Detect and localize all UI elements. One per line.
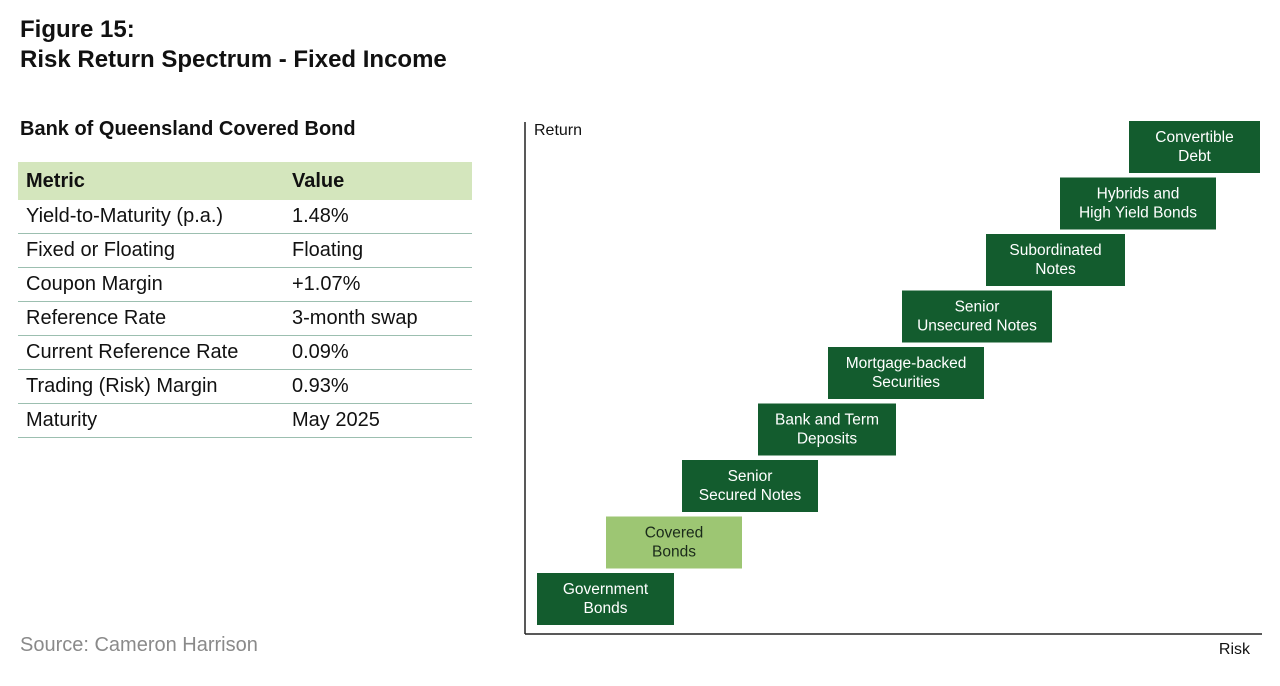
table-header-row: Metric Value bbox=[18, 162, 472, 200]
step-label: Notes bbox=[1035, 261, 1076, 278]
source-note: Source: Cameron Harrison bbox=[20, 634, 258, 656]
table-row: Trading (Risk) Margin 0.93% bbox=[18, 369, 472, 404]
table-row: Maturity May 2025 bbox=[18, 403, 472, 438]
table-row: Coupon Margin +1.07% bbox=[18, 267, 472, 302]
metric-cell: Reference Rate bbox=[18, 301, 282, 336]
step-box-government-bonds bbox=[537, 573, 674, 625]
step-label: Debt bbox=[1178, 148, 1211, 165]
metric-cell: Yield-to-Maturity (p.a.) bbox=[18, 200, 282, 234]
table-row: Yield-to-Maturity (p.a.) 1.48% bbox=[18, 200, 472, 234]
metric-cell: Fixed or Floating bbox=[18, 233, 282, 268]
table-row: Reference Rate 3-month swap bbox=[18, 301, 472, 336]
step-label: Mortgage-backed bbox=[846, 355, 967, 372]
step-label: Government bbox=[563, 581, 649, 598]
step-box-hybrids-and-high-yield-bonds bbox=[1060, 177, 1216, 230]
value-cell: 3-month swap bbox=[282, 301, 472, 336]
figure-number: Figure 15: bbox=[20, 16, 135, 43]
step-label: Bank and Term bbox=[775, 412, 879, 429]
metric-cell: Maturity bbox=[18, 403, 282, 438]
header-value: Value bbox=[282, 162, 472, 200]
step-box-subordinated-notes bbox=[986, 234, 1125, 286]
step-label: Bonds bbox=[584, 600, 628, 617]
step-label: Covered bbox=[645, 525, 704, 542]
step-label: Hybrids and bbox=[1097, 186, 1180, 203]
value-cell: +1.07% bbox=[282, 267, 472, 302]
x-axis-label: Risk bbox=[1219, 641, 1251, 658]
table-title: Bank of Queensland Covered Bond bbox=[20, 118, 356, 140]
step-label: Convertible bbox=[1155, 129, 1233, 146]
step-label: Bonds bbox=[652, 544, 696, 561]
step-box-senior-unsecured-notes bbox=[902, 290, 1052, 343]
table-row: Current Reference Rate 0.09% bbox=[18, 335, 472, 370]
bond-metrics-table: Metric Value Yield-to-Maturity (p.a.) 1.… bbox=[18, 162, 472, 438]
table-row: Fixed or Floating Floating bbox=[18, 233, 472, 268]
metric-cell: Coupon Margin bbox=[18, 267, 282, 302]
step-label: High Yield Bonds bbox=[1079, 205, 1197, 222]
y-axis-label: Return bbox=[534, 122, 582, 139]
step-label: Securities bbox=[872, 374, 940, 391]
value-cell: 1.48% bbox=[282, 200, 472, 234]
step-label: Deposits bbox=[797, 431, 858, 448]
figure-title: Risk Return Spectrum - Fixed Income bbox=[20, 46, 447, 73]
value-cell: May 2025 bbox=[282, 403, 472, 438]
value-cell: 0.93% bbox=[282, 369, 472, 404]
step-box-covered-bonds bbox=[606, 516, 742, 569]
step-box-mortgage-backed-securities bbox=[828, 347, 984, 399]
value-cell: 0.09% bbox=[282, 335, 472, 370]
step-label: Senior bbox=[955, 299, 1000, 316]
header-metric: Metric bbox=[18, 162, 282, 200]
step-box-bank-and-term-deposits bbox=[758, 403, 896, 456]
step-box-senior-secured-notes bbox=[682, 460, 818, 512]
step-label: Unsecured Notes bbox=[917, 318, 1037, 335]
value-cell: Floating bbox=[282, 233, 472, 268]
metric-cell: Trading (Risk) Margin bbox=[18, 369, 282, 404]
step-box-convertible-debt bbox=[1129, 121, 1260, 173]
spectrum-steps: GovernmentBondsCoveredBondsSeniorSecured… bbox=[537, 121, 1260, 625]
step-label: Subordinated bbox=[1009, 242, 1101, 259]
step-label: Secured Notes bbox=[699, 487, 802, 504]
step-label: Senior bbox=[728, 468, 773, 485]
metric-cell: Current Reference Rate bbox=[18, 335, 282, 370]
